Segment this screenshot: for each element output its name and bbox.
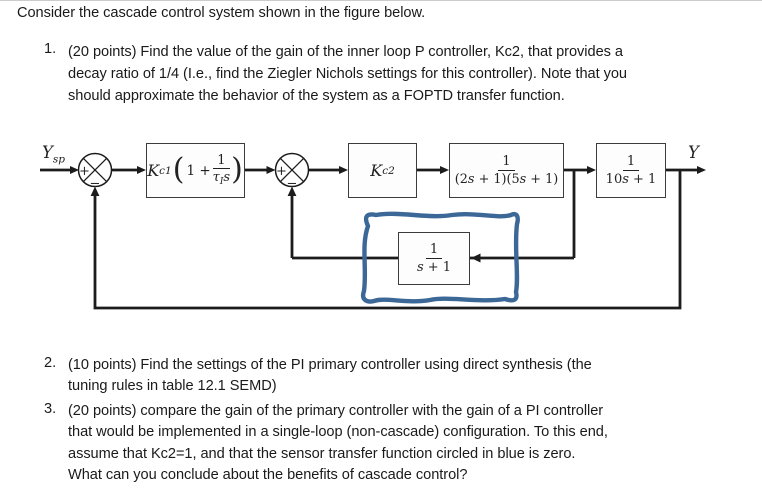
problem-item-1: 1. (20 points) Find the value of the gai…	[44, 41, 627, 107]
tau-symbol: τ	[212, 170, 220, 186]
gain-symbol: K	[370, 161, 383, 180]
s-symbol: s	[519, 171, 527, 187]
sum2-minus-sign: −	[287, 177, 298, 192]
summing-junction-1: + −	[77, 152, 113, 192]
fraction-denominator: (2s + 1)(5s + 1)	[455, 171, 558, 187]
arrow-into-sum1	[70, 166, 79, 174]
text-line: assume that Kc2=1, and that the sensor t…	[68, 445, 576, 462]
den-part: + 1	[423, 259, 452, 275]
item-text: (20 points) compare the gain of the prim…	[68, 401, 608, 487]
text-line: should approximate the behavior of the s…	[68, 88, 565, 104]
text-line: (10 points) Find the settings of the PI …	[68, 357, 592, 373]
den-part: + 1)	[526, 171, 559, 187]
fraction-numerator: 1	[213, 153, 230, 170]
text-line: tuning rules in table 12.1 SEMD)	[68, 378, 277, 395]
gain-symbol: K	[147, 161, 160, 180]
item-number: 2.	[44, 355, 57, 371]
setpoint-label: Ysp	[42, 143, 65, 165]
arrow-into-kc2	[339, 166, 348, 174]
text-line: What can you conclude about the benefits…	[68, 467, 468, 484]
arrow-into-primary	[137, 166, 146, 174]
gain-subscript: c1	[159, 164, 172, 177]
fraction-numerator: 1	[622, 154, 640, 171]
arrow-up-sum2	[287, 186, 297, 196]
fraction-numerator: 1	[425, 242, 443, 259]
sum1-minus-sign: −	[90, 177, 101, 192]
text-line: that would be implemented in a single-lo…	[68, 424, 608, 441]
item-text: (10 points) Find the settings of the PI …	[68, 355, 592, 398]
fraction-denominator: s + 1	[417, 259, 451, 276]
arrow-into-process2	[587, 166, 596, 174]
arrow-into-sum2	[266, 166, 276, 174]
item-text: (20 points) Find the value of the gain o…	[68, 41, 627, 107]
text-line: (20 points) compare the gain of the prim…	[68, 403, 604, 419]
sum1-plus-sign: +	[79, 164, 90, 179]
item-number: 3.	[44, 401, 57, 417]
top-edge-line	[0, 0, 762, 1]
problem-item-2: 2. (10 points) Find the settings of the …	[44, 355, 592, 398]
sum2-plus-sign: +	[276, 164, 287, 179]
fraction-denominator: 10s + 1	[606, 171, 657, 188]
fraction-numerator: 1	[498, 154, 515, 171]
inner-process-block: 1(2s + 1)(5s + 1)	[449, 143, 564, 198]
s-symbol: s	[223, 170, 231, 186]
problem-statement: Consider the cascade control system show…	[17, 5, 426, 21]
den-part: 10	[605, 171, 623, 187]
text-line: decay ratio of 1/4 (I.e., find the Ziegl…	[68, 66, 627, 82]
one-plus-term: 1 +	[186, 162, 211, 179]
output-label: Y	[688, 143, 699, 162]
setpoint-label-base: Y	[42, 143, 53, 162]
sum2-circle	[274, 152, 310, 188]
arrow-into-process1	[440, 166, 449, 174]
gain-subscript: c2	[382, 164, 395, 177]
transfer-function-fraction: 1(2s + 1)(5s + 1)	[455, 154, 558, 187]
arrow-into-sensor	[471, 253, 481, 263]
fraction-denominator: τIs	[213, 169, 230, 188]
arrow-output	[697, 166, 706, 174]
den-part: (2	[454, 171, 468, 187]
sum1-circle	[77, 152, 113, 188]
problem-item-3: 3. (20 points) compare the gain of the p…	[44, 401, 608, 487]
sum1-cross	[82, 157, 108, 183]
s-symbol: s	[416, 259, 424, 275]
s-symbol: s	[467, 171, 475, 187]
den-part: + 1	[628, 171, 657, 187]
tau-subscript: I	[219, 177, 224, 188]
arrow-up-sum1	[90, 186, 100, 196]
summing-junction-2: + −	[274, 152, 310, 192]
item-number: 1.	[44, 41, 57, 57]
s-symbol: s	[622, 171, 629, 187]
sum2-cross	[279, 157, 305, 183]
den-part: + 1)(5	[474, 171, 520, 187]
text-line: (20 points) Find the value of the gain o…	[68, 44, 623, 60]
setpoint-label-sub: sp	[52, 153, 66, 166]
